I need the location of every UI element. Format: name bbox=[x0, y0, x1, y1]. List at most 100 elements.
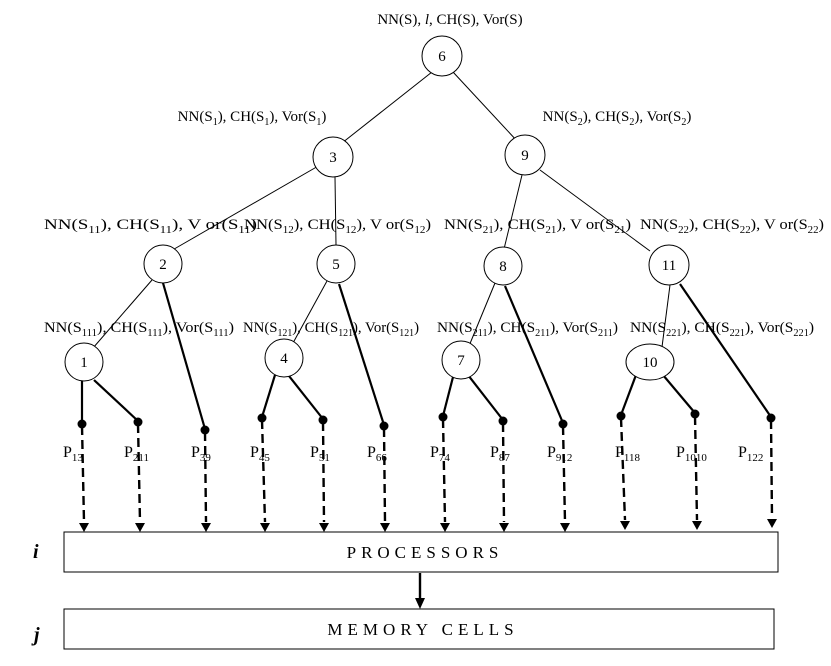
tree-edges bbox=[92, 71, 671, 349]
leaf-label-p13: P13 bbox=[63, 444, 83, 464]
node-8-circle bbox=[483, 246, 523, 286]
leaf-label-p45: P45 bbox=[250, 444, 270, 464]
node-10: 10 bbox=[625, 343, 675, 381]
leaf-dot-p13 bbox=[77, 419, 87, 429]
leaf-label-p1010: P1010 bbox=[676, 444, 707, 464]
arrowhead-p13 bbox=[79, 523, 89, 532]
edge-2-1 bbox=[92, 279, 153, 349]
edge-4-p45 bbox=[260, 374, 277, 418]
leaf-labels: P13 P211 P39 P45 P51 P66 P74 P87 P912 P1… bbox=[63, 444, 763, 464]
node-4: 4 bbox=[264, 338, 304, 378]
arrowhead-p118 bbox=[620, 521, 630, 530]
edge-6-3 bbox=[341, 71, 433, 144]
label-s1: NN(S1), CH(S1), Vor(S1) bbox=[178, 109, 327, 128]
node-10-label: 10 bbox=[643, 355, 658, 371]
leaf-dot-p118 bbox=[616, 411, 626, 421]
memory-index-label: j bbox=[31, 624, 40, 646]
edge-4-p51 bbox=[288, 375, 324, 420]
arrowhead-p87 bbox=[499, 523, 509, 532]
node-2: 2 bbox=[143, 244, 183, 284]
tree-nodes: 6 3 9 2 5 8 11 1 bbox=[64, 35, 690, 382]
node-5: 5 bbox=[316, 244, 356, 284]
arrowhead-p211 bbox=[135, 523, 145, 532]
node-9-circle bbox=[504, 134, 546, 176]
node-11-circle bbox=[648, 244, 690, 286]
dashed-arrow-p122 bbox=[769, 419, 774, 519]
edge-9-8 bbox=[503, 174, 523, 250]
leaf-dot-p39 bbox=[200, 425, 210, 435]
node-11-label: 11 bbox=[662, 258, 676, 274]
dashed-arrow-p118 bbox=[619, 417, 627, 521]
leaf-edges bbox=[80, 282, 772, 430]
leaf-dot-p66 bbox=[379, 421, 389, 431]
edge-5-p66 bbox=[337, 283, 386, 426]
dashed-arrows bbox=[80, 415, 774, 523]
edge-10-p1010 bbox=[662, 374, 696, 414]
dashed-arrow-p74 bbox=[441, 418, 447, 523]
edge-11-p122 bbox=[679, 283, 772, 418]
node-3-circle bbox=[312, 136, 354, 178]
processors-box bbox=[63, 531, 779, 573]
node-7: 7 bbox=[441, 340, 481, 380]
edge-1-p211 bbox=[93, 379, 139, 422]
node-5-label: 5 bbox=[332, 257, 340, 273]
memory-cells-label: MEMORY CELLS bbox=[327, 620, 518, 639]
arrowhead-p45 bbox=[260, 523, 270, 532]
arrowhead-p122 bbox=[767, 519, 777, 528]
node-1: 1 bbox=[64, 342, 104, 382]
dashed-arrow-p66 bbox=[382, 427, 387, 523]
dashed-arrow-p1010 bbox=[693, 415, 699, 521]
edge-3-2 bbox=[168, 164, 321, 253]
edge-8-7 bbox=[468, 282, 496, 347]
leaf-label-p122: P122 bbox=[738, 444, 763, 464]
arrowhead-p39 bbox=[201, 523, 211, 532]
node-1-circle bbox=[64, 342, 104, 382]
arrowhead-p66 bbox=[380, 523, 390, 532]
node-6: 6 bbox=[421, 35, 463, 77]
node-1-label: 1 bbox=[80, 355, 88, 371]
node-2-circle bbox=[143, 244, 183, 284]
label-s2: NN(S2), CH(S2), Vor(S2) bbox=[543, 109, 692, 128]
dashed-arrow-p211 bbox=[136, 423, 142, 523]
edge-10-p118 bbox=[619, 374, 638, 416]
node-3: 3 bbox=[312, 136, 354, 178]
edge-5-4 bbox=[292, 280, 328, 344]
label-s121: NN(S121), CH(S121), Vor(S121) bbox=[243, 320, 419, 339]
edge-6-9 bbox=[452, 71, 519, 143]
leaf-label-p211: P211 bbox=[124, 444, 149, 464]
leaf-label-p74: P74 bbox=[430, 444, 450, 464]
edge-11-10 bbox=[661, 284, 671, 348]
leaf-label-p118: P118 bbox=[615, 444, 640, 464]
node-9-label: 9 bbox=[521, 148, 529, 164]
edge-8-p912 bbox=[503, 285, 565, 424]
leaf-dot-p1010 bbox=[690, 409, 700, 419]
node-6-label: 6 bbox=[438, 49, 446, 65]
edge-2-p39 bbox=[161, 282, 207, 430]
edge-3-5 bbox=[334, 176, 337, 246]
leaf-dot-p912 bbox=[558, 419, 568, 429]
node-9: 9 bbox=[504, 134, 546, 176]
leaf-dot-p45 bbox=[257, 413, 267, 423]
node-10-ellipse bbox=[625, 343, 675, 381]
dashed-arrow-p51 bbox=[321, 421, 326, 523]
leaf-label-p87: P87 bbox=[490, 444, 510, 464]
node-6-circle bbox=[421, 35, 463, 77]
leaf-label-p66: P66 bbox=[367, 444, 387, 464]
processor-index-label: i bbox=[33, 541, 39, 563]
arrowhead-p912 bbox=[560, 523, 570, 532]
top-label: NN(S), l, CH(S), Vor(S) bbox=[377, 12, 522, 28]
arrowhead-p74 bbox=[440, 523, 450, 532]
dashed-arrow-p45 bbox=[260, 419, 267, 523]
node-2-label: 2 bbox=[159, 257, 167, 273]
leaf-label-p51: P51 bbox=[310, 444, 330, 464]
edge-7-p87 bbox=[467, 374, 504, 421]
dashed-arrow-p39 bbox=[203, 431, 208, 523]
edge-7-p74 bbox=[441, 376, 455, 417]
leaf-label-p912: P912 bbox=[547, 444, 572, 464]
